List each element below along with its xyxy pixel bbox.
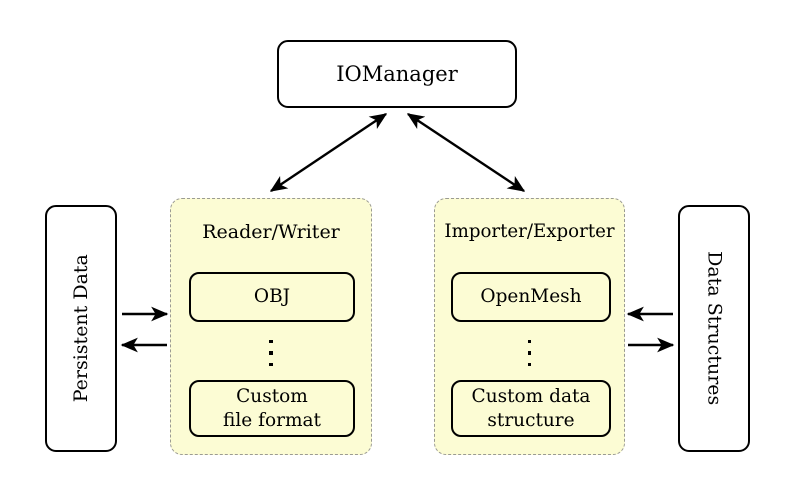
node-custom-data-structure-line1: Custom data [471,386,591,408]
node-obj[interactable]: OBJ [189,272,355,322]
node-custom-file-format[interactable]: Custom file format [189,380,355,437]
ellipsis-icon-reader-writer [171,332,371,374]
node-custom-data-structure[interactable]: Custom data structure [451,380,611,437]
node-obj-label: OBJ [253,286,291,308]
node-custom-file-format-line1: Custom [236,386,308,408]
node-openmesh-label: OpenMesh [480,286,582,308]
group-reader-writer-title: Reader/Writer [202,221,340,243]
node-persistent-data-label: Persistent Data [69,254,92,403]
node-data-structures[interactable]: Data Structures [678,205,750,452]
group-importer-exporter-title: Importer/Exporter [444,221,615,242]
node-custom-data-structure-label: Custom data structure [472,385,591,431]
node-persistent-data[interactable]: Persistent Data [45,205,117,452]
node-custom-file-format-label: Custom file format [223,385,321,431]
node-custom-file-format-line2: file format [223,409,321,431]
arrow-manager-to-importer-exporter [406,113,526,192]
group-importer-exporter[interactable]: Importer/Exporter OpenMesh Custom data s… [434,198,625,455]
node-data-structures-label: Data Structures [703,251,726,406]
node-openmesh[interactable]: OpenMesh [451,272,611,322]
ellipsis-icon-importer-exporter [435,332,624,374]
node-custom-data-structure-line2: structure [487,409,575,431]
node-iomanager-label: IOManager [336,61,458,86]
arrow-manager-to-reader-writer [269,113,388,192]
group-reader-writer[interactable]: Reader/Writer OBJ Custom file format [170,198,372,455]
node-iomanager[interactable]: IOManager [277,40,517,108]
